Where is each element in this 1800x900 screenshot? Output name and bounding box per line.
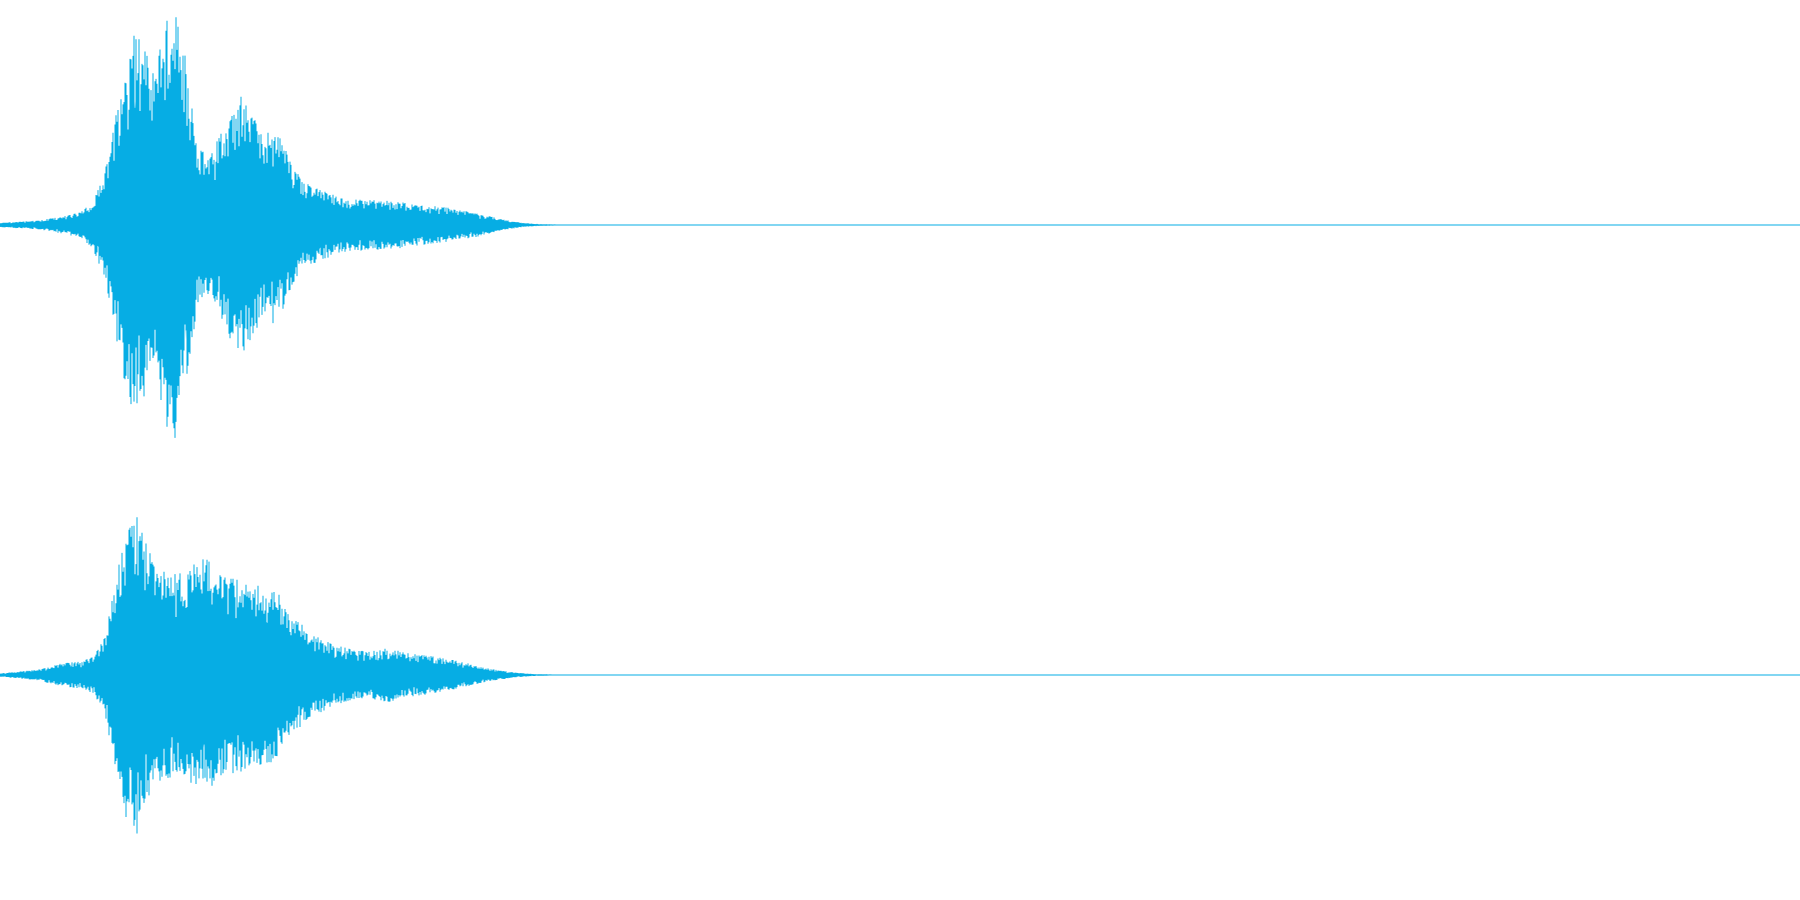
channel-1-peaks <box>0 17 1492 438</box>
channel-2-waveform <box>0 517 1800 834</box>
channel-2-peaks <box>0 517 1491 834</box>
channel-1-waveform <box>0 17 1800 438</box>
